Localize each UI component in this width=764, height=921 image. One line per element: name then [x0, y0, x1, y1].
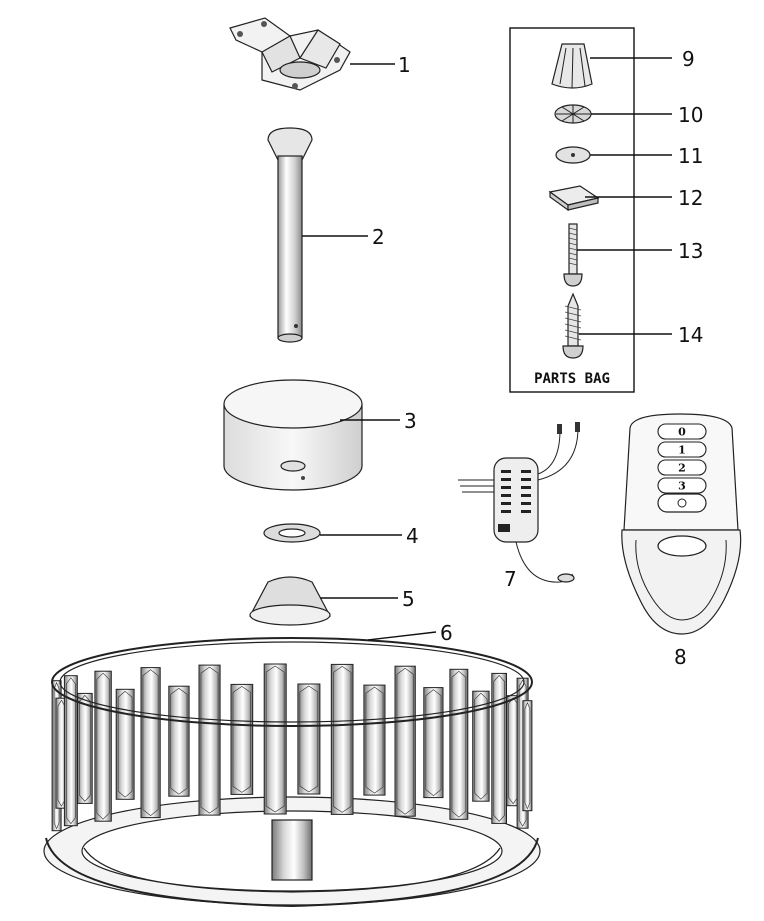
cover-cup [249, 576, 331, 626]
light-bulb-icon [677, 498, 687, 508]
crystal-facet [170, 687, 188, 795]
part-label-13: 13 [678, 239, 703, 263]
part-label-9: 9 [682, 47, 695, 71]
crystal-facet [66, 677, 76, 825]
part-label-12: 12 [678, 186, 703, 210]
metal-plate [548, 185, 600, 212]
crystal-prisms [51, 663, 533, 832]
remote-button-label: 0 [678, 426, 686, 439]
crystal-prism [230, 683, 254, 795]
crystal-prism [449, 668, 469, 820]
remote-light-button[interactable] [657, 493, 707, 513]
crystal-prism [297, 683, 321, 795]
crystal-facet [265, 665, 285, 813]
crystal-prism [198, 664, 221, 816]
remote-button-2[interactable] [657, 459, 707, 476]
part-label-4: 4 [406, 524, 419, 548]
wood-screw [562, 292, 584, 359]
crystal-prism [168, 685, 190, 797]
crystal-prism [115, 688, 135, 800]
remote-button-1[interactable] [657, 441, 707, 458]
machine-screw [563, 223, 583, 287]
remote-button-3[interactable] [657, 477, 707, 494]
remote-buttons: 0 1 2 3 [657, 423, 707, 494]
crystal-prism [263, 663, 287, 815]
part-label-8: 8 [674, 645, 687, 669]
crystal-prism [330, 663, 354, 815]
crystal-facet [425, 689, 442, 796]
crystal-facet [396, 667, 414, 815]
part-label-10: 10 [678, 103, 703, 127]
crystal-facet [474, 692, 488, 800]
receiver-unit [458, 422, 580, 583]
crystal-facet [518, 679, 527, 827]
part-label-2: 2 [372, 225, 385, 249]
remote-button-label: 1 [678, 444, 686, 457]
parts-bag-title: PARTS BAG [534, 371, 610, 387]
part-label-3: 3 [404, 409, 417, 433]
crystal-fan-cage [43, 637, 541, 908]
crystal-facet [524, 701, 531, 810]
crystal-prism [394, 665, 416, 817]
crystal-facet [299, 685, 319, 793]
crystal-facet [142, 669, 159, 816]
remote-control: 0 1 2 3 [621, 413, 742, 635]
remote-button-label: 3 [678, 480, 686, 493]
crystal-facet [333, 666, 352, 813]
part-label-7: 7 [504, 567, 517, 591]
washer-ring [263, 523, 321, 543]
crystal-prism [94, 670, 112, 822]
crystal-prism [77, 692, 93, 804]
part-label-11: 11 [678, 144, 703, 168]
wire-nut [551, 43, 593, 89]
part-label-6: 6 [440, 621, 453, 645]
crystal-prism [472, 690, 490, 802]
part-label-5: 5 [402, 587, 415, 611]
crystal-prism [363, 684, 386, 796]
remote-button-label: 2 [678, 462, 686, 475]
crystal-facet [493, 674, 505, 822]
crystal-facet [451, 670, 467, 818]
canopy [223, 379, 363, 491]
part-label-14: 14 [678, 323, 703, 347]
star-washer [554, 104, 592, 124]
part-label-1: 1 [398, 53, 411, 77]
crystal-facet [200, 666, 219, 814]
crystal-prism [423, 687, 444, 799]
downrod [267, 127, 313, 343]
remote-button-0[interactable] [657, 423, 707, 440]
crystal-prism [522, 700, 533, 812]
crystal-facet [96, 672, 110, 820]
crystal-prism [140, 667, 161, 819]
crystal-facet [53, 681, 60, 830]
crystal-facet [79, 694, 91, 802]
crystal-facet [232, 686, 251, 793]
crystal-facet [117, 690, 133, 798]
flat-washer [555, 146, 591, 164]
crystal-facet [365, 686, 384, 794]
leader-line-6 [367, 631, 437, 641]
mounting-bracket [229, 17, 351, 91]
